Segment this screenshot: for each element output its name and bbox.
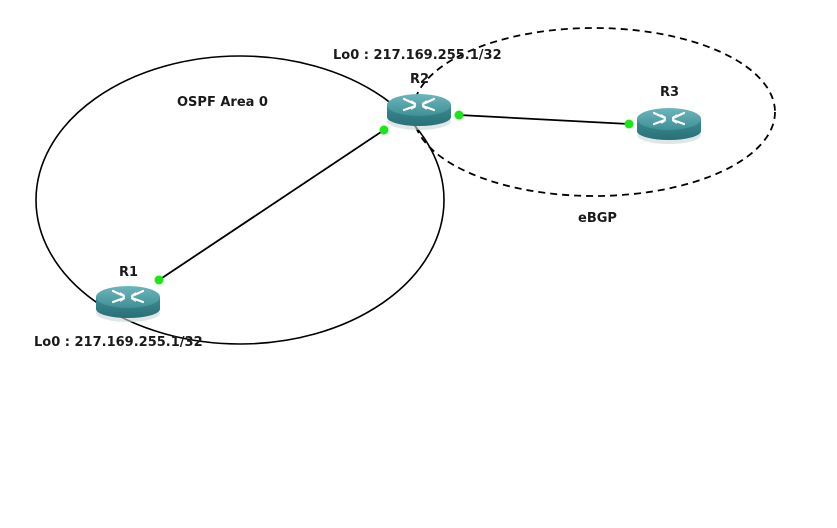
- link-r1-r2[interactable]: [158, 129, 385, 281]
- link-r2-r3[interactable]: [458, 114, 630, 125]
- port-r2-to-r1[interactable]: [379, 125, 389, 135]
- port-r2-to-r3[interactable]: [454, 110, 464, 120]
- router-r3-name: R3: [660, 85, 679, 100]
- port-r1-to-r2[interactable]: [154, 275, 164, 285]
- router-r2-name: R2: [410, 72, 429, 87]
- ospf-area-boundary: [35, 55, 445, 345]
- router-r1-name: R1: [119, 265, 138, 280]
- router-r2-loopback: Lo0 : 217.169.255.1/32: [333, 48, 502, 63]
- ebgp-area-label: eBGP: [578, 211, 617, 226]
- router-r2[interactable]: [385, 92, 453, 132]
- ebgp-area-boundary: [412, 27, 776, 197]
- router-r1[interactable]: [94, 284, 162, 324]
- port-r3-to-r2[interactable]: [624, 119, 634, 129]
- router-r1-loopback: Lo0 : 217.169.255.1/32: [34, 335, 203, 350]
- router-r3[interactable]: [635, 106, 703, 146]
- ospf-area-label: OSPF Area 0: [177, 95, 268, 110]
